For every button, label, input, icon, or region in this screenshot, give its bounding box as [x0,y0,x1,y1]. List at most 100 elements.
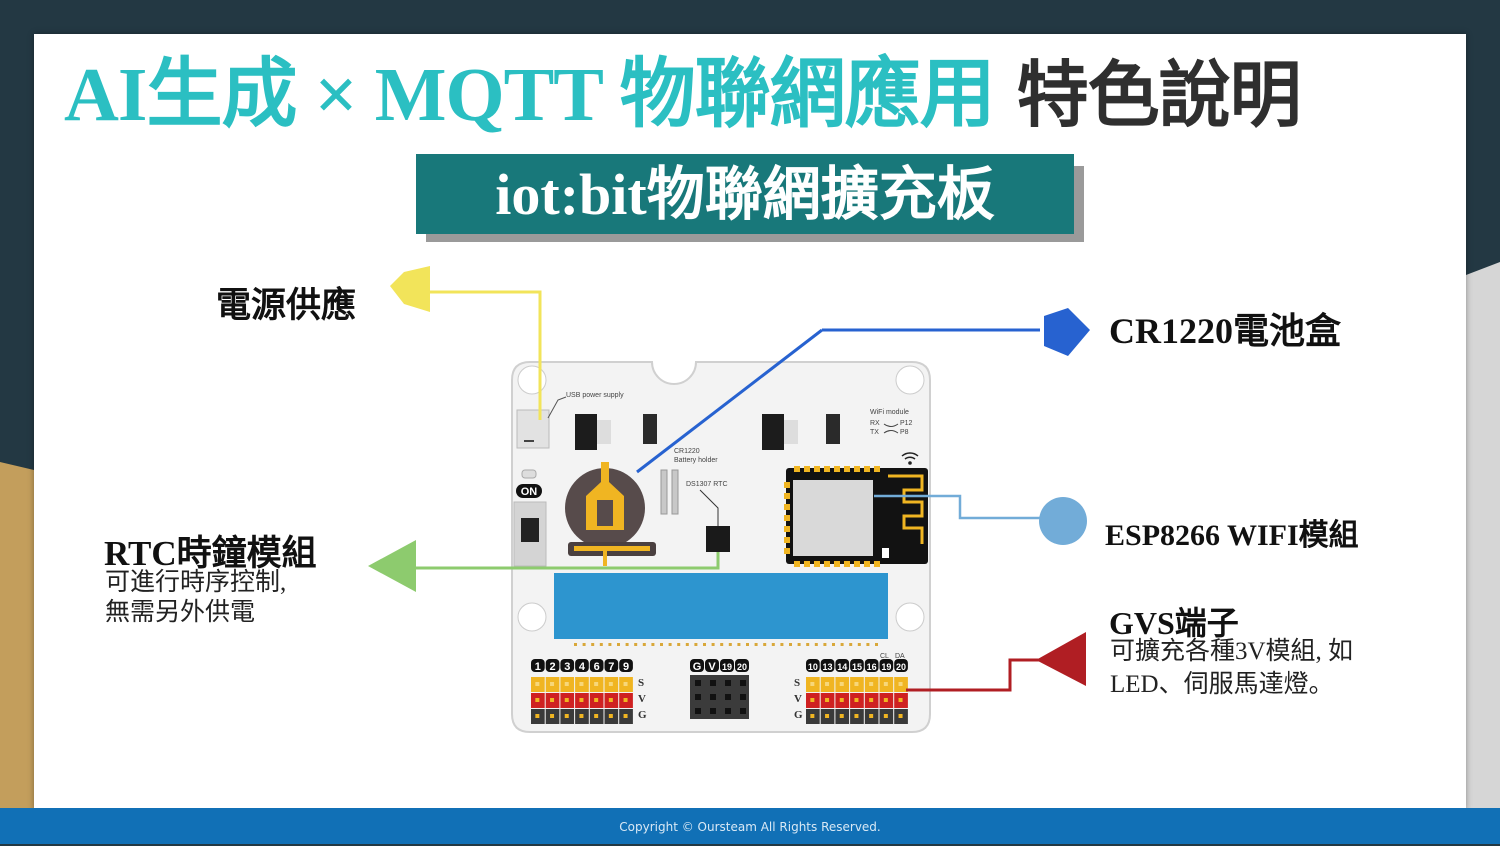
wifi-pad [854,561,860,567]
pin-number: 3 [564,661,570,673]
mount-hole [895,602,925,632]
page-title: AI生成 × MQTT 物聯網應用特色說明 [64,50,1302,140]
wifi-pad [854,466,860,472]
pin-hole [825,682,830,686]
pin-hole [883,682,888,686]
edge-dot [574,643,577,646]
pin-hole [579,714,584,718]
battery-contact-strip [574,546,650,551]
pin-number-badge [820,659,835,672]
edge-dot [789,643,792,646]
pin-hole [883,714,888,718]
title-main: AI生成 × MQTT 物聯網應用 [64,53,996,137]
pin-number: 15 [852,662,862,672]
edge-dot [746,643,749,646]
edge-dot [797,643,801,646]
pin-hole [898,714,903,718]
pin-number-badge [806,659,820,672]
pin-hole [623,714,628,718]
row-label-v-right: V [794,693,802,705]
header-socket [740,708,746,714]
wifi-tx-label: TX [870,429,879,436]
pin-hole [564,682,569,686]
pin-number: 6 [594,661,600,673]
pin-number: 13 [823,662,833,672]
rtc-callout-line [414,552,720,570]
pin-hole [579,698,584,702]
wifi-pad [794,466,800,472]
header-socket [740,694,746,700]
edge-dot [737,643,741,646]
edge-dot [651,643,655,646]
wifi-pads [784,466,880,567]
edge-dot [677,643,681,646]
wifi-pad [834,466,840,472]
pin-number-badge [531,659,545,672]
header-socket [725,680,731,686]
edge-dot [660,643,663,646]
wifi-pad [874,466,880,472]
edge-dot [694,643,698,646]
edge-dot [780,643,784,646]
header-socket [725,708,731,714]
header-socket [710,680,716,686]
rtc-module-label: RTC時鐘模組 [104,534,317,573]
pin-hole [594,714,599,718]
pin-hole [869,682,874,686]
header-socket [710,694,716,700]
gold-accent-left [0,462,34,844]
pin-number: 14 [837,662,847,672]
wifi-pad [804,561,810,567]
gvs-terminal-label: GVS端子 [1109,605,1239,641]
esp8266-shield [793,480,873,556]
edge-dot [703,643,706,646]
rtc-desc-line2: 無需另外供電 [105,599,256,626]
gray-accent-right [1466,262,1500,844]
power-callout-line [430,290,542,420]
battery-label-2: Battery holder [674,457,718,464]
edge-dot [866,643,870,646]
wifi-pad [864,466,870,472]
pin-number-badge [575,659,589,672]
pin-hole [825,698,830,702]
edge-dot [625,643,629,646]
cl-label: CL [880,653,889,660]
regulator-tab [597,420,611,444]
pin-number-badge [850,659,864,672]
crystal [660,469,668,515]
wifi-pad [784,537,790,543]
wifi-pad [814,561,820,567]
pin-hole [839,682,844,686]
battery-callout-marker [1044,308,1090,356]
row-label-v-left: V [638,693,646,705]
wifi-p12-label: P12 [900,420,913,427]
wifi-icon [901,452,919,465]
battery-box-label: CR1220電池盒 [1109,311,1341,351]
pin-number-badge [864,659,879,672]
wifi-rx-label: RX [870,420,880,427]
pin-hole [810,682,815,686]
header-socket [695,680,701,686]
wifi-pad [834,561,840,567]
rtc-chip-label: DS1307 RTC [686,481,728,488]
pin-hole [594,698,599,702]
row-label-s-left: S [638,677,644,689]
antenna-trace [888,474,924,544]
edge-dot [642,643,646,646]
battery-callout-line [636,328,823,474]
usb-connector [516,409,550,449]
regulator-chip [762,414,784,450]
pin-hole [535,698,540,702]
wifi-pad [784,515,790,521]
gvs-callout-line [906,658,1042,692]
wifi-crossover-icon [883,423,899,434]
pin-number: 16 [867,662,877,672]
usb-slot [524,440,534,442]
pin-hole [898,698,903,702]
wifi-p8-label: P8 [900,429,909,436]
mount-hole [517,365,547,395]
pin-number-badge [690,659,704,672]
